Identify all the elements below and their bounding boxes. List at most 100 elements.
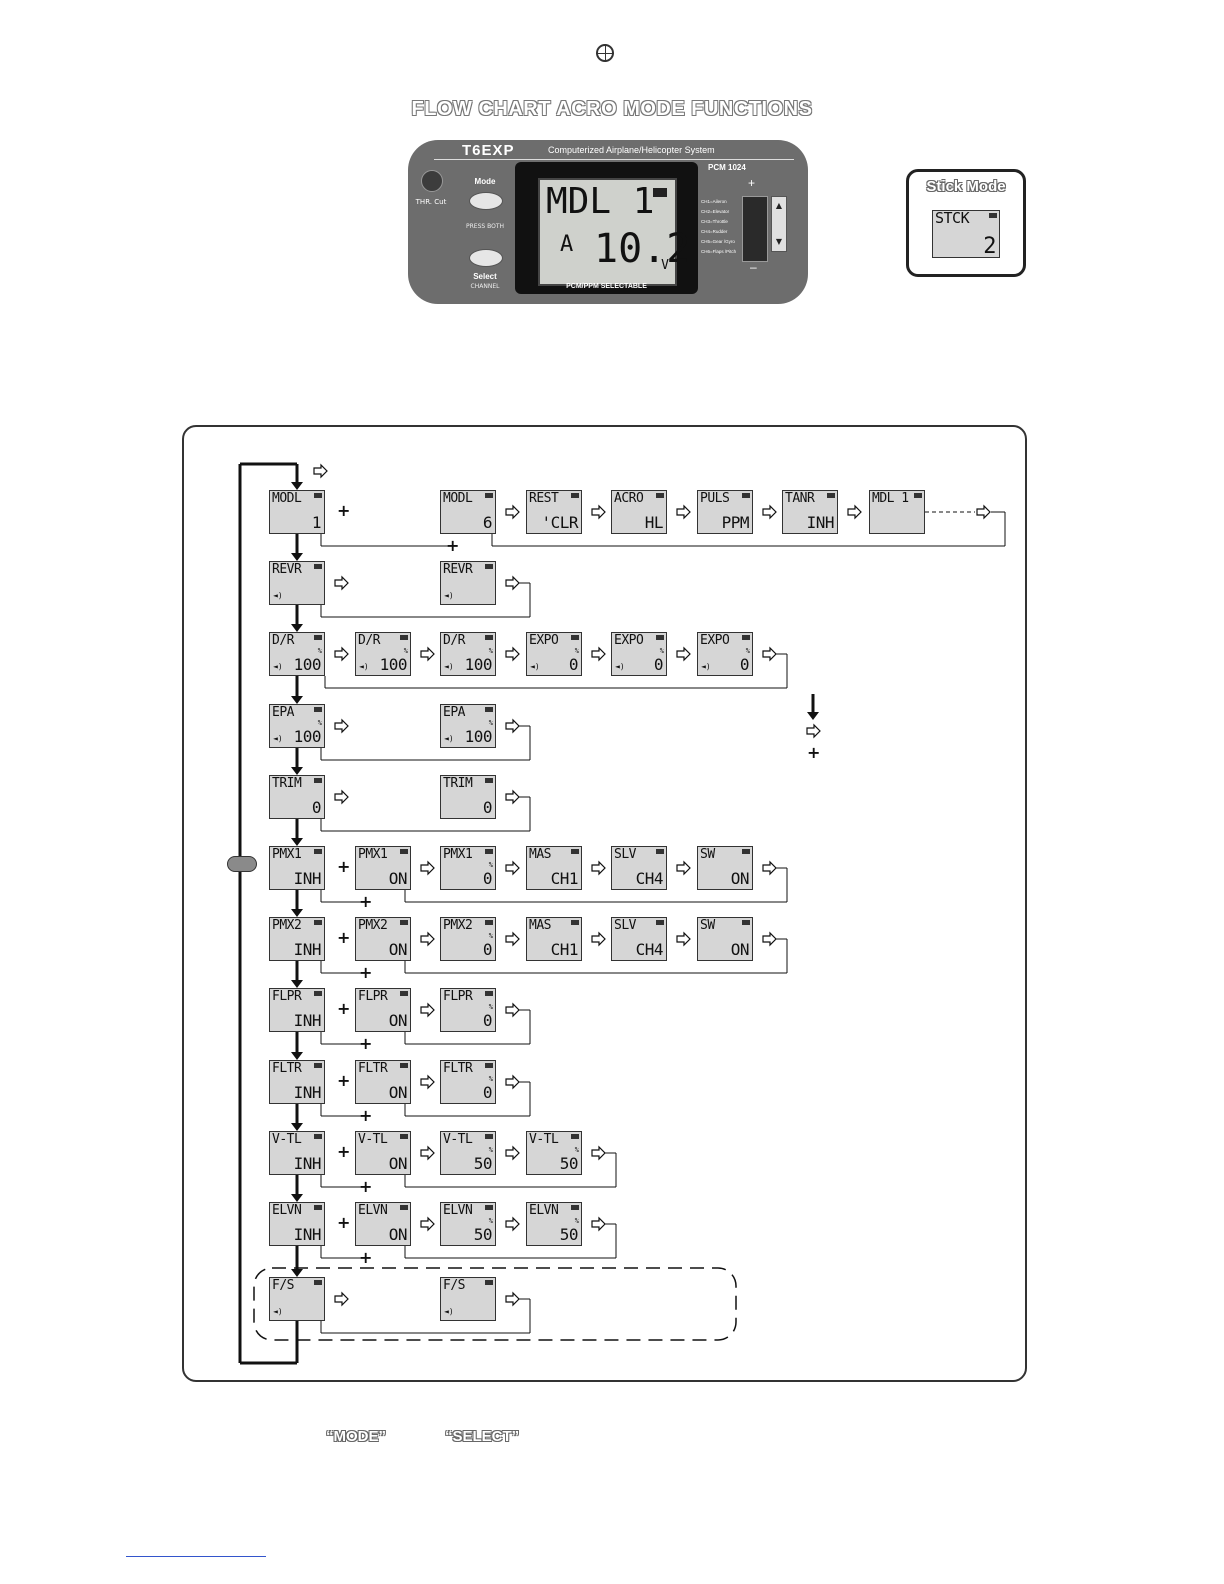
lcd-indicator <box>314 564 322 569</box>
arrow-buttons[interactable]: ▲▼ <box>771 196 787 252</box>
lcd-value: ON <box>388 1083 408 1102</box>
lcd-value: 100 <box>293 727 322 746</box>
mode-arrow-icon <box>291 1052 303 1060</box>
select-arrow-icon <box>591 646 606 662</box>
select-arrow-icon <box>420 931 435 947</box>
lcd-indicator <box>485 564 493 569</box>
select-arrow-icon <box>420 646 435 662</box>
percent-sign: % <box>317 647 322 655</box>
plus-icon: + <box>359 1177 373 1196</box>
lcd-screen: MODL 6 <box>440 490 496 534</box>
lcd-label: PMX1 <box>443 847 473 862</box>
lcd-indicator <box>485 778 493 783</box>
lcd-value: 0 <box>311 798 322 817</box>
thr-cut-switch[interactable] <box>421 170 443 192</box>
lcd-indicator <box>485 707 493 712</box>
lcd-label: SW <box>700 918 715 933</box>
lcd-indicator <box>656 493 664 498</box>
select-button[interactable] <box>469 249 503 267</box>
lcd-label: PULS <box>700 491 730 506</box>
lcd-value: HL <box>644 513 664 532</box>
stick-mode-lcd-value: 2 <box>983 234 996 258</box>
lcd-label: D/R <box>358 633 380 648</box>
select-arrow-icon <box>505 931 520 947</box>
mode-arrow-icon <box>291 838 303 846</box>
lcd-indicator <box>314 991 322 996</box>
stick-icon: ◄) <box>273 662 283 671</box>
lcd-label: SLV <box>614 847 636 862</box>
lcd-value: 50 <box>559 1154 579 1173</box>
down-arrow-icon[interactable]: ▼ <box>775 237 783 246</box>
lcd-value: INH <box>293 940 322 959</box>
stick-icon: ◄) <box>444 662 454 671</box>
lcd-indicator <box>656 635 664 640</box>
lcd-screen: F/S◄) <box>440 1277 496 1321</box>
plus-icon: + <box>359 1106 373 1125</box>
plus-icon: + <box>359 1248 373 1267</box>
select-arrow-icon <box>505 1145 520 1161</box>
mode-arrow-icon <box>291 696 303 704</box>
lcd-label: D/R <box>443 633 465 648</box>
mode-button[interactable] <box>469 192 503 210</box>
data-slider[interactable] <box>742 196 768 262</box>
select-arrow-icon <box>420 1074 435 1090</box>
channel-list: CH1=Aileron CH2=Elevator CH3=Throttle CH… <box>701 197 736 257</box>
minus-label: – <box>750 260 757 274</box>
stick-icon: ◄) <box>273 1307 283 1316</box>
lcd-label: MODL <box>443 491 473 506</box>
lcd-label: ACRO <box>614 491 644 506</box>
up-arrow-icon[interactable]: ▲ <box>775 201 783 210</box>
lcd-label: MDL 1 <box>872 491 909 506</box>
lcd-label: PMX2 <box>272 918 302 933</box>
select-arrow-icon <box>676 504 691 520</box>
select-arrow-icon <box>591 1145 606 1161</box>
select-arrow-icon <box>334 718 349 734</box>
lcd-indicator <box>656 849 664 854</box>
lcd-indicator <box>485 991 493 996</box>
lcd-label: PMX2 <box>358 918 388 933</box>
lcd-indicator <box>656 920 664 925</box>
lcd-value: 0 <box>482 1083 493 1102</box>
select-arrow-icon <box>420 1145 435 1161</box>
pcm-badge: PCM 1024 <box>708 163 746 172</box>
percent-sign: % <box>488 647 493 655</box>
lcd-indicator <box>314 1134 322 1139</box>
plus-icon: + <box>446 536 460 555</box>
lcd-indicator <box>485 920 493 925</box>
lcd-indicator <box>571 849 579 854</box>
lcd-indicator <box>914 493 922 498</box>
lcd-value: INH <box>293 869 322 888</box>
plus-icon: + <box>359 1034 373 1053</box>
lcd-indicator <box>314 1280 322 1285</box>
lcd-label: FLTR <box>272 1061 302 1076</box>
select-arrow-icon <box>420 1002 435 1018</box>
lcd-label: ELVN <box>358 1203 388 1218</box>
percent-sign: % <box>488 932 493 940</box>
lcd-value: ON <box>388 1154 408 1173</box>
select-arrow-icon <box>591 504 606 520</box>
select-arrow-icon <box>505 1002 520 1018</box>
lcd-indicator <box>314 707 322 712</box>
lcd-indicator <box>400 1063 408 1068</box>
lcd-label: MODL <box>272 491 302 506</box>
lcd-label: PMX1 <box>358 847 388 862</box>
select-arrow-icon <box>505 1291 520 1307</box>
lcd-label: EPA <box>272 705 294 720</box>
select-arrow-icon <box>676 860 691 876</box>
lcd-value: CH4 <box>635 940 664 959</box>
lcd-value: 6 <box>482 513 493 532</box>
select-button-icon <box>227 856 257 872</box>
lcd-label: V-TL <box>272 1132 302 1147</box>
lcd-value: CH1 <box>550 869 579 888</box>
lcd-label: TRIM <box>443 776 473 791</box>
select-arrow-icon <box>505 789 520 805</box>
pcm-ppm-label: PCM/PPM SELECTABLE <box>566 283 647 290</box>
lcd-indicator <box>314 1063 322 1068</box>
